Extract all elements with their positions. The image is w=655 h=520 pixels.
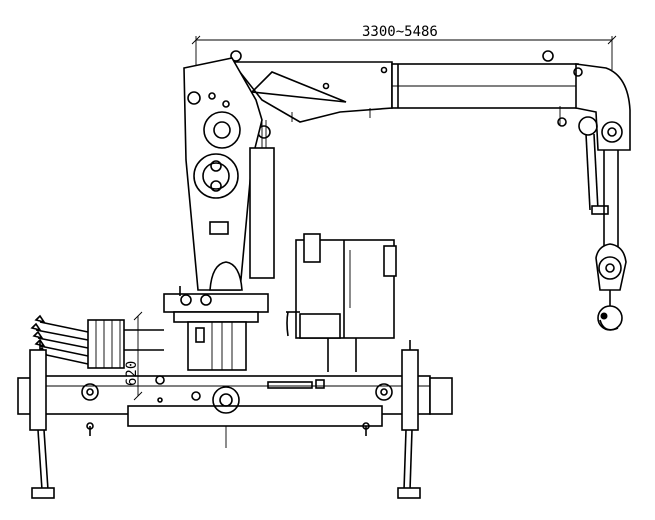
boom-reach-dimension: 3300~5486 [191,24,617,92]
hook-block [585,133,627,331]
control-valve-bank [30,314,164,369]
base-frame [17,375,453,436]
telescopic-boom [230,50,631,151]
slewing-base [163,261,269,448]
hydraulic-tank [286,233,397,372]
boom-reach-label: 3300~5486 [362,24,438,40]
column-offset-label: 620 [124,361,140,386]
crane-column [183,57,275,291]
column-offset-dimension: 620 [124,311,143,401]
outrigger-legs [29,340,421,499]
